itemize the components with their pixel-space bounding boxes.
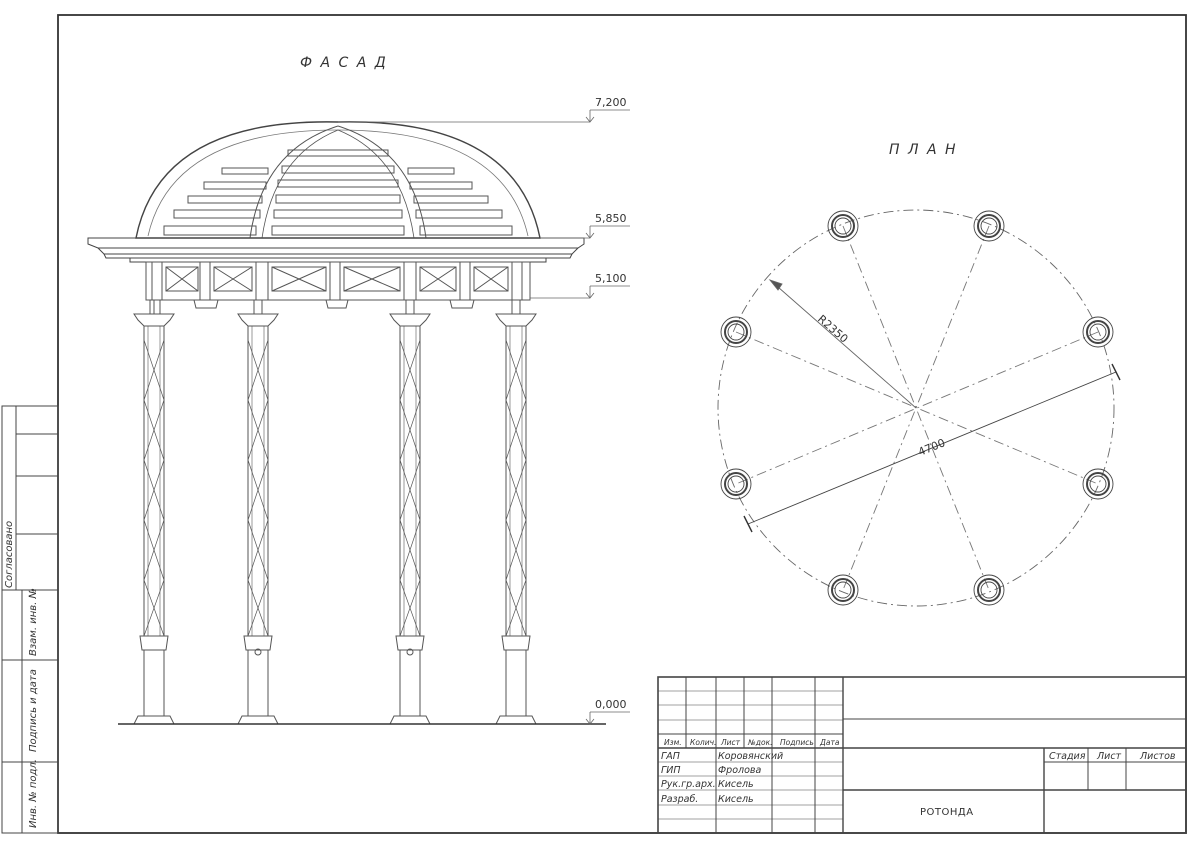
level-marks bbox=[338, 109, 630, 725]
role-cell: Рук.гр.арх. bbox=[661, 779, 716, 790]
plan-column bbox=[973, 574, 1005, 606]
frieze bbox=[145, 261, 531, 309]
column bbox=[495, 313, 537, 725]
header-cell: Подпись bbox=[780, 738, 814, 747]
plan-drawing bbox=[717, 209, 1121, 607]
name-cell: Кисель bbox=[718, 779, 754, 790]
column bbox=[389, 313, 431, 725]
plan-column bbox=[1082, 468, 1114, 500]
agreed-label: Согласовано bbox=[4, 521, 15, 588]
side-stamp bbox=[1, 405, 59, 834]
column bbox=[133, 313, 175, 725]
level-label: 7,200 bbox=[595, 96, 627, 109]
header-cell: Изм. bbox=[664, 738, 682, 747]
title-block bbox=[657, 676, 1187, 834]
cornice bbox=[87, 237, 585, 263]
level-label: 5,850 bbox=[595, 212, 627, 225]
diameter-line bbox=[747, 371, 1117, 525]
dome bbox=[135, 121, 541, 239]
role-cell: ГАП bbox=[661, 751, 680, 762]
radius-line bbox=[769, 279, 917, 409]
diameter-label: 4700 bbox=[916, 436, 947, 459]
name-cell: Коровянский bbox=[718, 751, 783, 762]
plan-circle bbox=[717, 209, 1115, 607]
title-block-headers: Изм. Колич. Лист №док. Подпись Дата bbox=[664, 738, 840, 747]
plan-column bbox=[720, 468, 752, 500]
plan-column bbox=[1082, 316, 1114, 348]
name-cell: Кисель bbox=[718, 794, 754, 805]
plan-column bbox=[827, 210, 859, 242]
sign-date-label: Подпись и дата bbox=[28, 669, 39, 752]
plan-column bbox=[720, 316, 752, 348]
stage-header: Стадия bbox=[1049, 751, 1086, 762]
role-cell: Разраб. bbox=[661, 794, 698, 805]
plan-title: П Л А Н bbox=[889, 142, 958, 158]
radius-label: R2350 bbox=[815, 312, 850, 345]
header-cell: №док. bbox=[747, 738, 773, 747]
header-cell: Дата bbox=[819, 738, 840, 747]
header-cell: Колич. bbox=[690, 738, 716, 747]
facade-title: Ф А С А Д bbox=[300, 55, 388, 71]
column bbox=[237, 313, 279, 725]
stage-header: Листов bbox=[1139, 751, 1176, 762]
role-cell: ГИП bbox=[661, 765, 681, 776]
object-name: РОТОНДА bbox=[920, 807, 974, 818]
level-label: 5,100 bbox=[595, 272, 627, 285]
level-label: 0,000 bbox=[595, 698, 627, 711]
header-cell: Лист bbox=[720, 738, 741, 747]
facade-drawing bbox=[87, 121, 606, 725]
plan-column bbox=[973, 210, 1005, 242]
plan-axes bbox=[735, 225, 1099, 591]
name-cell: Фролова bbox=[718, 765, 762, 776]
inv-replace-label: Взам. инв. № bbox=[28, 588, 39, 656]
plan-column bbox=[827, 574, 859, 606]
inv-original-label: Инв. № подл. bbox=[28, 759, 39, 828]
stage-header: Лист bbox=[1096, 751, 1122, 762]
